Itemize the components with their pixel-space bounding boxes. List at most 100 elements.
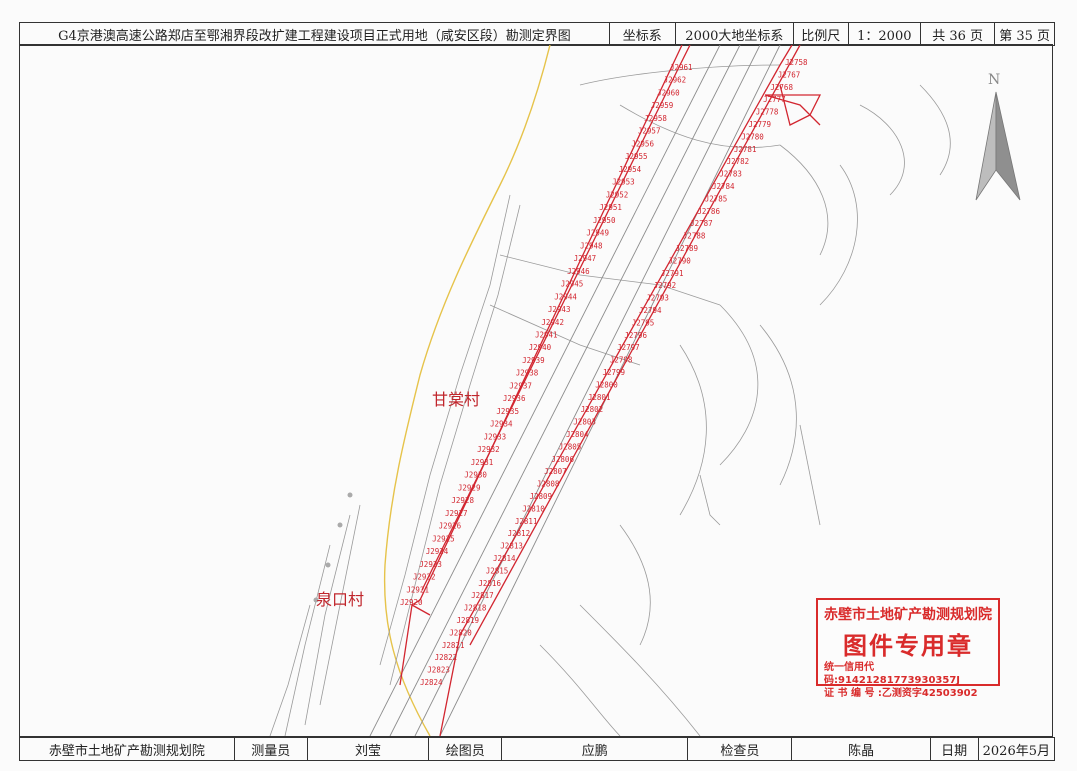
scale-label: 比例尺 bbox=[793, 22, 849, 46]
boundary-point-label: J2792 bbox=[654, 281, 677, 290]
boundary-point-label: J2948 bbox=[580, 241, 603, 250]
boundary-point-label: J2929 bbox=[458, 483, 481, 492]
checker-label: 检查员 bbox=[687, 737, 793, 761]
left-point-labels: J2961J2962J2960J2959J2958J2957J2956J2955… bbox=[400, 63, 693, 607]
boundary-point-label: J2936 bbox=[503, 394, 526, 403]
seal-cert-no: 证 书 编 号 :乙测资字42503902 bbox=[824, 688, 978, 699]
boundary-point-label: J2799 bbox=[603, 368, 626, 377]
boundary-point-label: J2794 bbox=[639, 306, 662, 315]
boundary-point-label: J2953 bbox=[612, 178, 635, 187]
title-bar: G4京港澳高速公路郑店至鄂湘界段改扩建工程建设项目正式用地（咸安区段）勘测定界图… bbox=[19, 22, 1055, 46]
boundary-point-label: J2954 bbox=[619, 165, 642, 174]
boundary-point-label: J2787 bbox=[690, 219, 713, 228]
boundary-point-label: J2937 bbox=[509, 382, 532, 391]
boundary-point-label: J2784 bbox=[712, 182, 735, 191]
boundary-point-label: J2781 bbox=[734, 145, 757, 154]
boundary-point-label: J2797 bbox=[617, 343, 640, 352]
crs-value: 2000大地坐标系 bbox=[674, 22, 795, 46]
boundary-point-label: J2803 bbox=[573, 418, 596, 427]
boundary-point-label: J2943 bbox=[548, 305, 571, 314]
boundary-point-label: J2824 bbox=[420, 678, 443, 687]
boundary-point-label: J2951 bbox=[599, 203, 622, 212]
map-title: G4京港澳高速公路郑店至鄂湘界段改扩建工程建设项目正式用地（咸安区段）勘测定界图 bbox=[19, 22, 610, 46]
boundary-point-label: J2790 bbox=[668, 256, 691, 265]
boundary-point-label: J2796 bbox=[624, 331, 647, 340]
map-frame bbox=[19, 44, 1053, 737]
boundary-point-label: J2949 bbox=[586, 229, 609, 238]
date-value: 2026年5月 bbox=[977, 737, 1056, 761]
north-letter: N bbox=[988, 72, 1000, 88]
drafter-label: 绘图员 bbox=[428, 737, 503, 761]
surveyor-label: 测量员 bbox=[233, 737, 308, 761]
boundary-point-label: J2813 bbox=[500, 542, 523, 551]
boundary-point-label: J2810 bbox=[522, 504, 545, 513]
org-name: 赤壁市土地矿产勘测规划院 bbox=[19, 737, 235, 761]
boundary-point-label: J2779 bbox=[749, 120, 772, 129]
total-pages: 共 36 页 bbox=[920, 22, 996, 46]
boundary-point-label: J2809 bbox=[530, 492, 553, 501]
boundary-point-label: J2795 bbox=[632, 318, 655, 327]
boundary-point-label: J2800 bbox=[595, 380, 618, 389]
boundary-point-label: J2961 bbox=[670, 63, 693, 72]
boundary-point-label: J2818 bbox=[464, 604, 487, 613]
boundary-point-label: J2807 bbox=[544, 467, 567, 476]
boundary-point-label: J2793 bbox=[646, 294, 669, 303]
boundary-point-label: J2933 bbox=[484, 432, 507, 441]
boundary-point-label: J2946 bbox=[567, 267, 590, 276]
boundary-point-label: J2930 bbox=[464, 471, 487, 480]
boundary-point-label: J2960 bbox=[657, 89, 680, 98]
boundary-point-label: J2921 bbox=[406, 585, 429, 594]
boundary-point-label: J2926 bbox=[439, 522, 462, 531]
right-point-labels: J2758J2767J2768J2777J2778J2779J2780J2781… bbox=[420, 58, 808, 687]
boundary-point-label: J2788 bbox=[683, 232, 706, 241]
checker-name: 陈晶 bbox=[791, 737, 931, 761]
north-arrow-icon: N bbox=[975, 72, 1021, 201]
boundary-point-label: J2782 bbox=[727, 157, 750, 166]
boundary-point-label: J2785 bbox=[705, 194, 728, 203]
elevation-dots bbox=[313, 492, 353, 603]
boundary-point-label: J2955 bbox=[625, 152, 648, 161]
boundary-point-label: J2812 bbox=[508, 529, 531, 538]
drafter-name: 应鹏 bbox=[501, 737, 689, 761]
boundary-point-label: J2768 bbox=[770, 83, 793, 92]
boundary-point-label: J2958 bbox=[644, 114, 667, 123]
boundary-point-label: J2783 bbox=[719, 170, 742, 179]
boundary-point-label: J2816 bbox=[478, 579, 501, 588]
boundary-point-label: J2920 bbox=[400, 598, 423, 607]
boundary-point-label: J2934 bbox=[490, 420, 513, 429]
boundary-point-label: J2950 bbox=[593, 216, 616, 225]
village-label-quankou: 泉口村 bbox=[316, 590, 365, 609]
boundary-point-label: J2758 bbox=[785, 58, 808, 67]
road-lines bbox=[369, 45, 781, 736]
boundary-point-label: J2778 bbox=[756, 108, 779, 117]
boundary-point-label: J2786 bbox=[697, 207, 720, 216]
boundary-point-label: J2791 bbox=[661, 269, 684, 278]
boundary-point-label: J2798 bbox=[610, 356, 633, 365]
boundary-point-label: J2789 bbox=[676, 244, 699, 253]
boundary-point-label: J2940 bbox=[529, 343, 552, 352]
boundary-point-label: J2802 bbox=[581, 405, 604, 414]
north-arrow: N bbox=[968, 70, 1028, 209]
seal-org: 赤壁市土地矿产勘测规划院 bbox=[824, 607, 992, 623]
boundary-point-label: J2821 bbox=[442, 641, 465, 650]
boundary-point-label: J2817 bbox=[471, 591, 494, 600]
seal-title: 图件专用章 bbox=[843, 632, 973, 660]
boundary-point-label: J2808 bbox=[537, 480, 560, 489]
boundary-point-label: J2806 bbox=[551, 455, 574, 464]
boundary-point-label: J2801 bbox=[588, 393, 611, 402]
boundary-point-label: J2956 bbox=[631, 139, 654, 148]
boundary-point-label: J2811 bbox=[515, 517, 538, 526]
boundary-point-label: J2924 bbox=[426, 547, 449, 556]
boundary-point-label: J2823 bbox=[427, 666, 450, 675]
boundary-point-label: J2927 bbox=[445, 509, 468, 518]
official-seal: 赤壁市土地矿产勘测规划院 图件专用章 统一信用代码:91421281773930… bbox=[816, 598, 1000, 699]
boundary-point-label: J2962 bbox=[664, 76, 687, 85]
boundary-point-label: J2815 bbox=[486, 566, 509, 575]
boundary-point-label: J2935 bbox=[496, 407, 519, 416]
river-line bbox=[383, 45, 551, 736]
seal-credit-code: 统一信用代码:91421281773930357J bbox=[824, 662, 961, 686]
boundary-point-label: J2931 bbox=[471, 458, 494, 467]
boundary-point-label: J2942 bbox=[541, 318, 564, 327]
boundary-point-label: J2805 bbox=[559, 442, 582, 451]
